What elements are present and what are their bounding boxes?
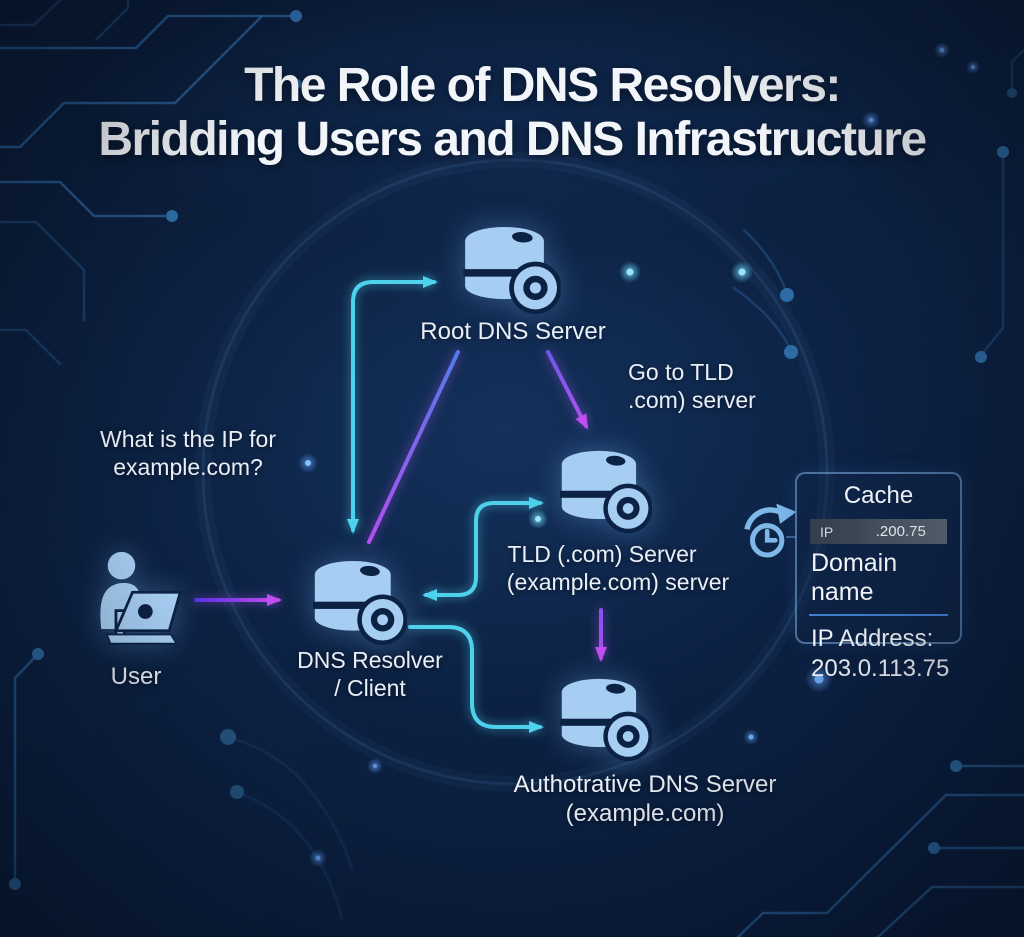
vignette-overlay [0, 0, 1024, 937]
dns-resolver-infographic: The Role of DNS Resolvers: Bridding User… [0, 0, 1024, 937]
